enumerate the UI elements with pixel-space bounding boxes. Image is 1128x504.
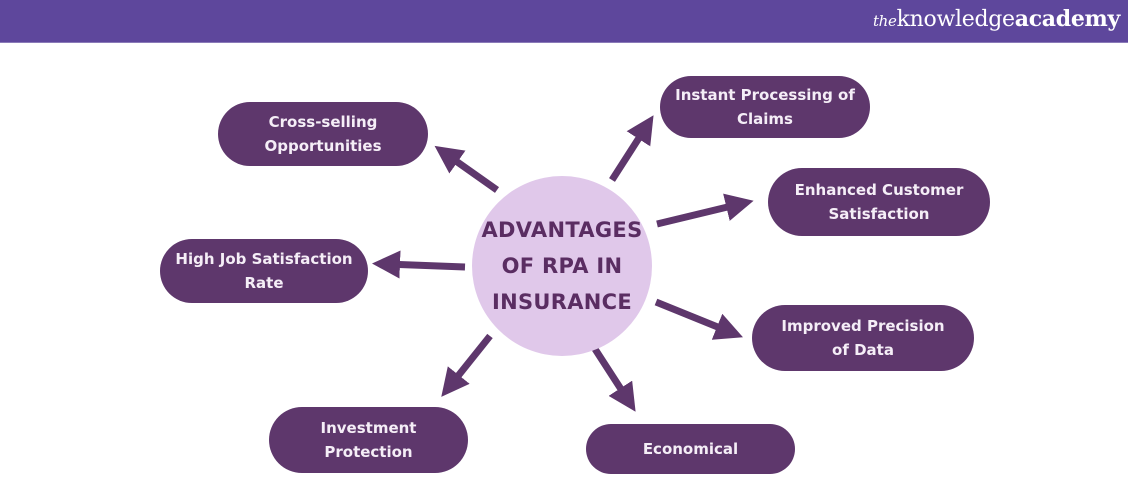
node-improved-precision: Improved Precision of Data xyxy=(752,305,974,371)
arrow-cross-selling xyxy=(434,145,500,193)
brand-prefix: the xyxy=(872,12,897,30)
node-instant-processing: Instant Processing of Claims xyxy=(660,76,870,138)
central-topic-circle: ADVANTAGES OF RPA IN INSURANCE xyxy=(472,176,652,356)
node-high-job-satisfaction: High Job Satisfaction Rate xyxy=(160,239,368,303)
brand-suffix: academy xyxy=(1014,6,1121,32)
node-label: Instant Processing of Claims xyxy=(675,86,855,128)
brand-mid: knowledge xyxy=(896,7,1015,32)
node-label: Economical xyxy=(642,440,739,458)
node-label: Cross-selling Opportunities xyxy=(264,113,382,155)
node-label: High Job Satisfaction Rate xyxy=(175,250,353,292)
arrow-investment xyxy=(441,333,493,397)
arrow-enhanced-customer xyxy=(656,193,754,228)
node-label: Investment Protection xyxy=(320,419,417,461)
arrow-high-job xyxy=(372,250,466,279)
node-label: Improved Precision of Data xyxy=(781,317,945,359)
arrow-economical xyxy=(592,347,636,412)
node-economical: Economical xyxy=(586,424,795,474)
node-enhanced-customer: Enhanced Customer Satisfaction xyxy=(768,168,990,236)
node-label: Enhanced Customer Satisfaction xyxy=(794,181,964,223)
brand-logo: theknowledgeacademy xyxy=(873,6,1120,32)
arrow-instant-processing xyxy=(609,115,654,182)
node-investment-protection: Investment Protection xyxy=(269,407,468,473)
arrow-improved-precision xyxy=(654,298,743,340)
header-bar: theknowledgeacademy xyxy=(0,0,1128,43)
central-topic-title: ADVANTAGES OF RPA IN INSURANCE xyxy=(481,218,643,314)
node-cross-selling: Cross-selling Opportunities xyxy=(218,102,428,166)
